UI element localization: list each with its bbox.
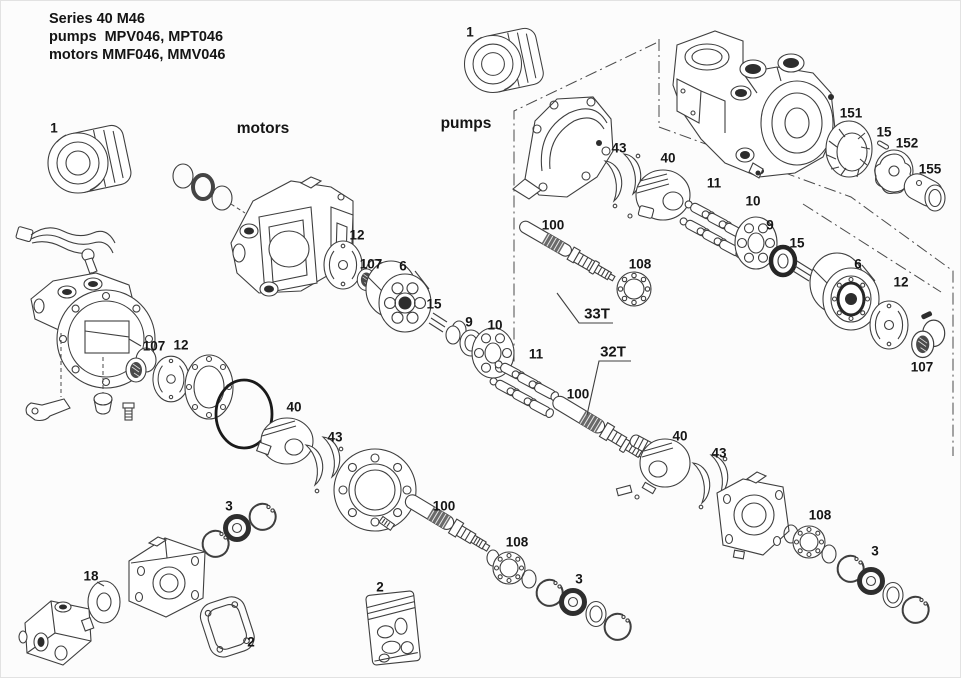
section-label-motors: motors	[236, 120, 290, 137]
mounting-flange-drawing	[333, 448, 417, 532]
part-callout-swashplate-pump: 40	[660, 150, 676, 166]
drive-shaft-motor-drawing	[552, 360, 648, 497]
endcap-gasket-drawing	[199, 596, 255, 658]
part-callout-ball-guide-motor: 9	[465, 314, 473, 330]
part-callout-oil-filter-pump: 1	[466, 24, 474, 40]
part-callout-output-shaft: 100	[432, 498, 456, 514]
part-callout-gerotor-drive-pin: 15	[876, 124, 892, 140]
part-callout-spline-count-pump: 33T	[584, 305, 610, 323]
part-callout-valve-plate-pump: 12	[893, 274, 909, 290]
part-callout-cradle-bearing-variable-motor: 43	[711, 445, 727, 461]
part-callout-piston-set-pump: 11	[706, 175, 722, 191]
motor-rotating-group-drawing	[323, 240, 561, 420]
part-callout-drive-shaft-motor: 100	[566, 386, 590, 402]
section-label-pumps: pumps	[440, 115, 492, 132]
part-callout-piston-set-motor: 11	[528, 346, 544, 362]
part-callout-pin-set-pump: 15	[789, 235, 805, 251]
part-callout-swashplate-variable-motor: 40	[672, 428, 688, 444]
shaft-bearing-output-drawing	[492, 551, 632, 641]
part-callout-seal-washer: 18	[83, 568, 99, 584]
oil-filter-pump-drawing	[463, 25, 546, 95]
part-callout-cradle-bearing-pump: 43	[611, 140, 627, 156]
part-callout-oil-filter-motor: 1	[50, 120, 58, 136]
valve-block-drawing	[18, 600, 95, 666]
part-callout-overhaul-seal-kit: 2	[376, 579, 384, 595]
part-callout-shaft-bearing-output: 108	[505, 534, 529, 550]
part-callout-spline-count-motor: 32T	[600, 343, 626, 361]
pump-assembly-zone-boundary	[658, 39, 954, 456]
part-callout-gerotor-bushing: 155	[918, 161, 942, 177]
part-callout-endcap-gasket: 2	[247, 634, 255, 650]
part-callout-shaft-bearing-variable-motor: 108	[808, 507, 832, 523]
part-callout-shaft-seal-variable-motor: 3	[871, 543, 879, 559]
charge-pump-parts-drawing	[825, 120, 946, 212]
part-callout-needle-bushing-motor-assembly: 107	[142, 338, 166, 354]
title-block: Series 40 M46 pumps MPV046, MPT046 motor…	[49, 10, 225, 64]
part-callout-pin-set-motor: 15	[426, 296, 442, 312]
part-callout-valve-plate-motor-assembly: 12	[173, 337, 189, 353]
motor-oring-set-drawing	[172, 163, 246, 214]
part-callout-valve-plate-motor: 12	[349, 227, 365, 243]
part-callout-cylinder-block-motor: 6	[399, 258, 407, 274]
part-callout-shaft-seal-motor: 3	[225, 498, 233, 514]
pump-assembly-drawing	[672, 30, 836, 179]
overhaul-seal-kit-drawing	[365, 590, 421, 666]
variable-motor-parts-drawing	[629, 434, 930, 624]
part-callout-drive-shaft-pump: 100	[541, 217, 565, 233]
oil-filter-motor-drawing	[47, 122, 134, 195]
drive-shaft-pump-drawing	[519, 220, 652, 324]
part-callout-gerotor-set: 152	[895, 135, 919, 151]
seal-washer-drawing	[87, 580, 121, 624]
part-callout-shaft-seal-output: 3	[575, 571, 583, 587]
part-callout-retainer-plate-motor: 10	[487, 317, 503, 333]
motor-assembly-drawing	[25, 272, 156, 422]
pump-auxiliary-housing-drawing	[512, 96, 614, 200]
motor-assembly-parts-drawing	[125, 338, 344, 494]
speed-sensor-harness-drawing	[15, 226, 116, 283]
title-series: Series 40 M46	[49, 11, 145, 27]
title-motors: motors MMF046, MMV046	[49, 47, 226, 63]
part-callout-retainer-plate-pump: 10	[745, 193, 761, 209]
pump-zone-boundary	[513, 42, 657, 363]
part-callout-charge-pump-bearing: 151	[839, 105, 863, 121]
endcap-motor-drawing	[128, 536, 206, 618]
pump-rotating-group-drawing	[604, 153, 946, 359]
title-pumps: pumps MPV046, MPT046	[49, 29, 224, 45]
part-callout-ball-guide-pump: 9	[766, 217, 774, 233]
shaft-seal-motor-drawing	[201, 502, 277, 558]
part-callout-needle-bushing-motor: 107	[359, 256, 383, 272]
part-callout-cradle-bearing-motor: 43	[327, 429, 343, 445]
part-callout-swashplate-motor: 40	[286, 399, 302, 415]
part-callout-needle-bushing-pump: 107	[910, 359, 934, 375]
part-callout-cylinder-block-pump: 6	[854, 256, 862, 272]
part-callout-shaft-bearing-pump: 108	[628, 256, 652, 272]
